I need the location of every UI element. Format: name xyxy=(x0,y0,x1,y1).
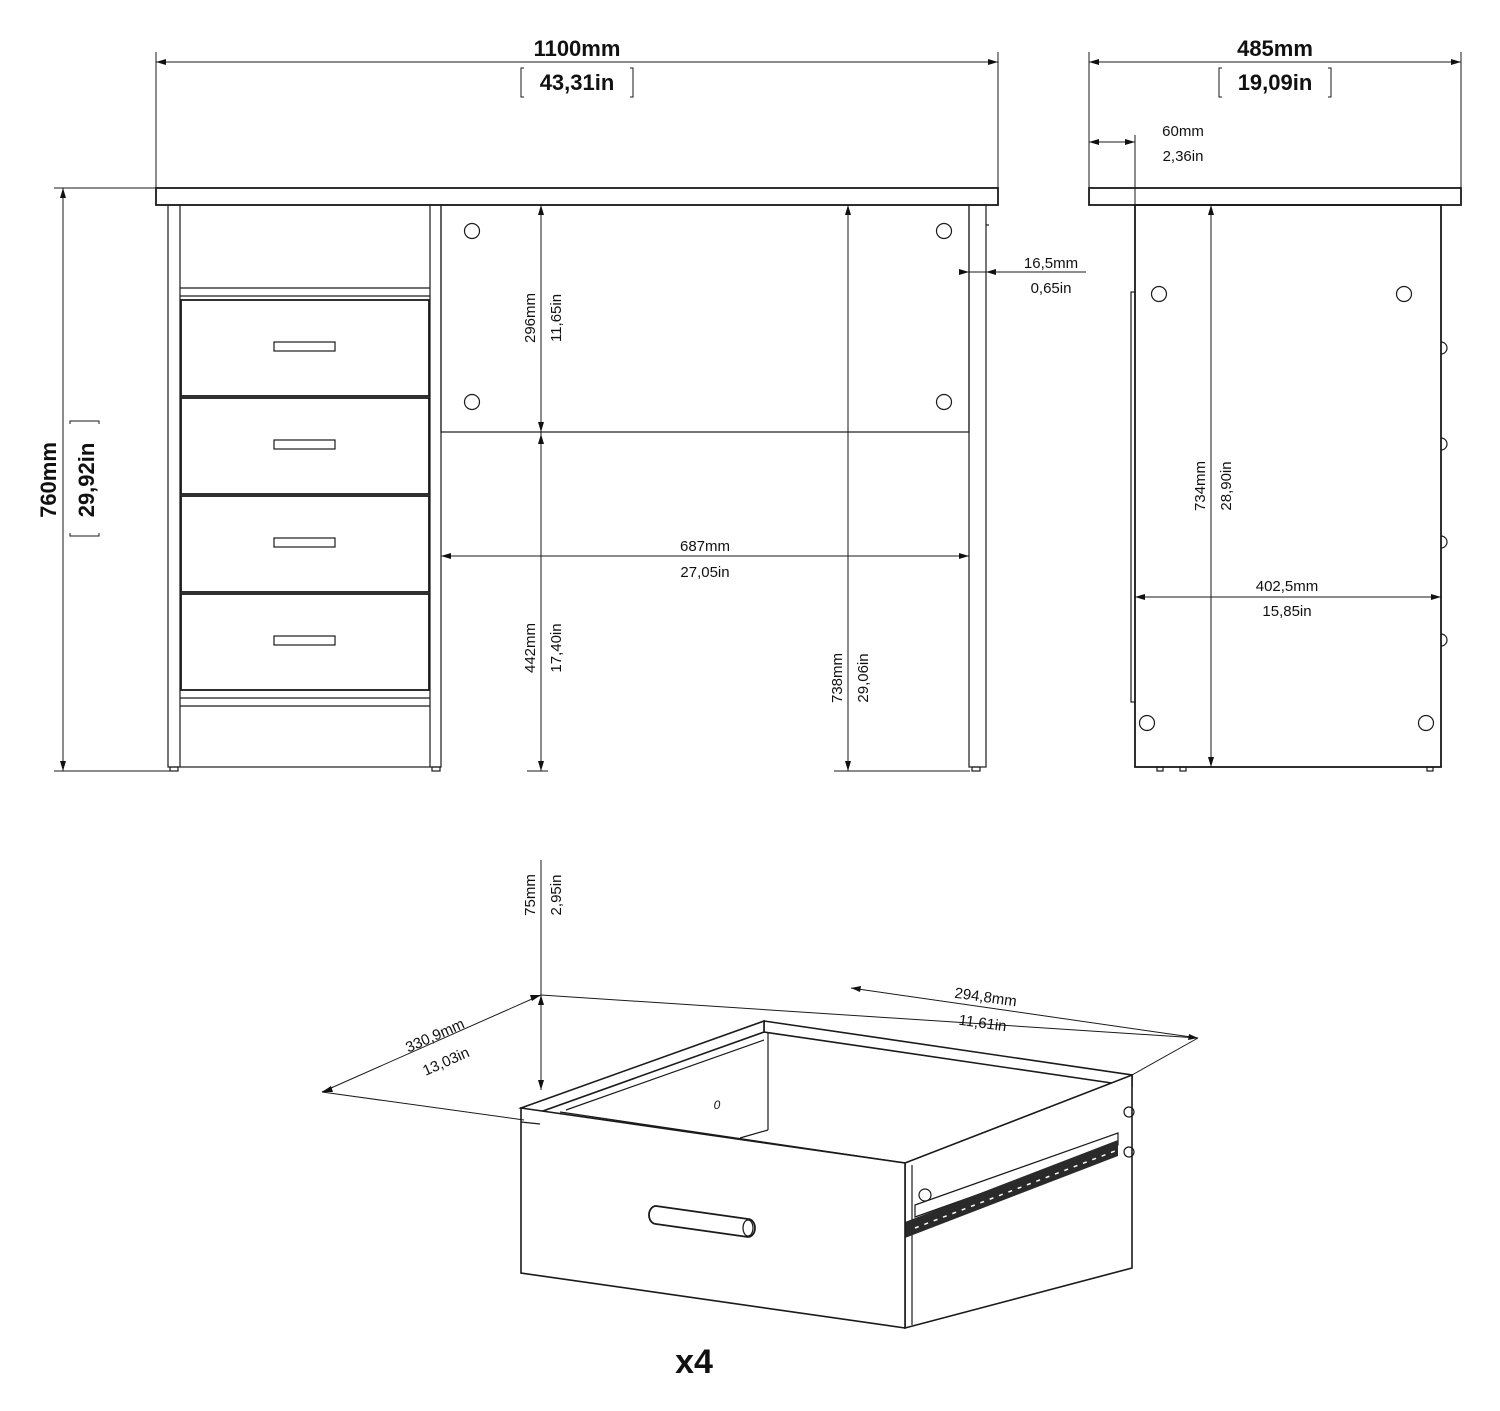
drawer-front-1 xyxy=(180,299,430,397)
opening-in-label: 11,65in xyxy=(548,294,565,342)
overhang-mm-label: 60mm xyxy=(1162,123,1204,140)
drawer-height-mm-label: 75mm xyxy=(522,874,539,916)
drawer-front-3 xyxy=(180,495,430,593)
drawer-handle-3 xyxy=(273,537,336,548)
leg-in-label: 0,65in xyxy=(1031,280,1072,297)
drawer-depth-in-label: 13,03in xyxy=(420,1044,472,1080)
side-view xyxy=(1088,52,1462,772)
drawer-height-in-label: 2,95in xyxy=(548,875,565,916)
right-leg xyxy=(968,204,987,768)
drawer-handle-1 xyxy=(273,341,336,352)
overhang-in-label: 2,36in xyxy=(1163,148,1204,165)
side-panel xyxy=(1134,204,1442,768)
leg-mm-label: 16,5mm xyxy=(1024,255,1078,272)
opening-mm-label: 296mm xyxy=(522,293,539,343)
drawer-handle-2 xyxy=(273,439,336,450)
depth-mm-label: 485mm xyxy=(1237,36,1313,61)
modesty-panel xyxy=(440,204,970,433)
drawer-front-4 xyxy=(180,593,430,691)
knee-width-mm-label: 687mm xyxy=(680,538,730,555)
drawer-width-mm-label: 294,8mm xyxy=(953,985,1017,1011)
under-top-mm-label: 738mm xyxy=(829,653,846,703)
front-view xyxy=(54,52,1086,772)
desk-top-front xyxy=(155,187,999,206)
height-mm-label: 760mm xyxy=(36,442,61,518)
drawer-handle-4 xyxy=(273,635,336,646)
knee-width-in-label: 27,05in xyxy=(680,564,729,581)
side-height-mm-label: 734mm xyxy=(1192,461,1209,511)
lower-gap-in-label: 17,40in xyxy=(548,623,565,672)
lower-gap-mm-label: 442mm xyxy=(522,623,539,673)
width-in-label: 43,31in xyxy=(540,70,615,95)
drawer-width-in-label: 11,61in xyxy=(958,1012,1008,1036)
side-height-in-label: 28,90in xyxy=(1218,461,1235,510)
width-mm-label: 1100mm xyxy=(534,36,621,61)
side-depth-in-label: 15,85in xyxy=(1262,603,1311,620)
drawer-mark-label: 0 xyxy=(714,1098,721,1112)
height-in-label: 29,92in xyxy=(74,443,99,518)
side-depth-mm-label: 402,5mm xyxy=(1256,578,1319,595)
desk-top-side xyxy=(1088,187,1462,206)
under-top-in-label: 29,06in xyxy=(855,653,872,702)
drawer-view xyxy=(321,860,1199,1330)
quantity-label: x4 xyxy=(675,1343,713,1381)
pedestal-body xyxy=(167,204,442,768)
depth-in-label: 19,09in xyxy=(1238,70,1313,95)
drawer-front-2 xyxy=(180,397,430,495)
